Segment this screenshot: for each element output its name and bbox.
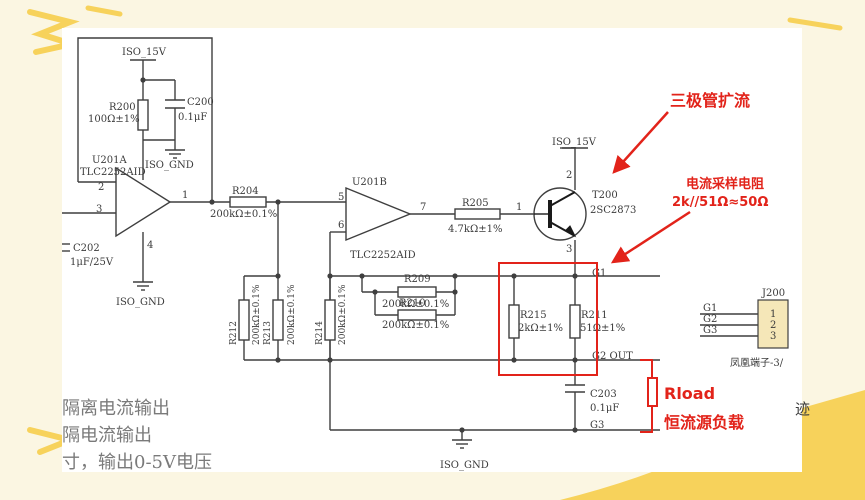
label-iso-gnd-top: ISO_GND [145, 160, 194, 171]
label-r214: R214 [315, 321, 325, 345]
label-u201b-part: TLC2252AID [350, 250, 416, 261]
label-r209-value: 200kΩ±0.1% [382, 299, 449, 310]
opamp-u201b [345, 186, 412, 242]
label-r214-value: 200kΩ±0.1% [338, 284, 348, 345]
label-t-pin3: 3 [566, 244, 572, 255]
annotation-sense-formula: 2k//51Ω≈50Ω [672, 195, 768, 210]
label-j-g2: G2 [703, 314, 717, 325]
label-u201a-part: TLC2252AID [80, 167, 146, 178]
resistor-r200 [137, 99, 149, 131]
label-r212-value: 200kΩ±0.1% [252, 284, 262, 345]
label-pin1: 1 [182, 190, 188, 201]
label-r215-value: 2kΩ±1% [518, 323, 563, 334]
resistor-r213 [272, 299, 284, 341]
label-r213: R213 [263, 321, 273, 345]
label-iso-gnd-bottom: ISO_GND [440, 460, 489, 471]
label-j-g1: G1 [703, 303, 717, 314]
sense-arrow [610, 210, 691, 264]
label-u201a: U201A [92, 155, 128, 166]
sense-resistor-highlight [498, 262, 598, 376]
label-c202: C202 [73, 243, 100, 254]
label-iso15v-left: ISO_15V [122, 47, 167, 58]
label-u201b: U201B [352, 177, 387, 188]
label-g2-out: G2 OUT [592, 351, 633, 362]
annotation-sense-title: 电流采样电阻 [686, 176, 764, 192]
label-r204-value: 200kΩ±0.1% [210, 209, 277, 220]
label-connector-name: 凤凰端子-3/ [730, 356, 784, 369]
schematic-panel [62, 28, 802, 472]
label-r212: R212 [229, 321, 239, 345]
label-pin4: 4 [147, 240, 153, 251]
label-j-pin2: 2 [770, 320, 776, 331]
label-j-g3: G3 [703, 325, 717, 336]
side-text-line2: 隔电流输出 [62, 425, 152, 446]
label-r210: R210 [399, 298, 426, 309]
label-r211-value: 51Ω±1% [580, 323, 625, 334]
rload-resistor [647, 377, 658, 407]
label-r215: R215 [520, 310, 547, 321]
ground-symbols [133, 147, 588, 449]
label-c200-value: 0.1μF [178, 112, 207, 123]
resistor-r209 [397, 286, 437, 298]
annotation-rload: Rload [664, 384, 715, 403]
annotation-triode: 三极管扩流 [670, 91, 750, 110]
label-r205-value: 4.7kΩ±1% [448, 224, 503, 235]
label-pin5: 5 [338, 192, 344, 203]
label-g1: G1 [592, 268, 606, 279]
opamp-u201a [115, 166, 172, 238]
resistor-r210 [397, 309, 437, 321]
label-c203-value: 0.1μF [590, 403, 619, 414]
resistor-r214 [324, 299, 336, 341]
label-r200-value: 100Ω±1% [88, 114, 140, 125]
label-pin3: 3 [96, 204, 102, 215]
annotations: 三极管扩流 电流采样电阻 2k//51Ω≈50Ω Rload 恒流源负载 [498, 91, 768, 433]
label-r200: R200 [109, 102, 136, 113]
label-side-char: 迹 [795, 400, 810, 418]
label-j200: J200 [761, 288, 785, 299]
label-c200: C200 [187, 97, 214, 108]
side-text-line1: 隔离电流输出 [62, 398, 170, 419]
label-c203: C203 [590, 389, 617, 400]
resistor-r211 [569, 304, 581, 339]
label-r211: R211 [581, 310, 608, 321]
label-t200: T200 [592, 190, 618, 201]
resistor-r205 [454, 208, 501, 220]
label-pin7: 7 [420, 202, 426, 213]
label-t200-part: 2SC2873 [590, 205, 636, 216]
label-r213-value: 200kΩ±0.1% [287, 284, 297, 345]
components [62, 99, 587, 393]
label-r205: R205 [462, 198, 489, 209]
resistor-r204 [229, 196, 267, 208]
side-text-line3: 寸，输出0-5V电压 [62, 452, 212, 473]
label-j-pin1: 1 [770, 309, 776, 320]
label-r209: R209 [404, 274, 431, 285]
wires [62, 37, 758, 440]
junction-dots [140, 77, 578, 433]
label-iso15v-right: ISO_15V [552, 137, 597, 148]
label-c202-value: 1μF/25V [70, 257, 114, 268]
label-r204: R204 [232, 186, 259, 197]
label-iso-gnd-left: ISO_GND [116, 297, 165, 308]
label-pin2: 2 [98, 182, 104, 193]
transistor-internals [534, 191, 577, 238]
triode-arrow [612, 111, 669, 174]
label-g3: G3 [590, 420, 604, 431]
resistor-r215 [508, 304, 520, 339]
label-j-pin3: 3 [770, 331, 776, 342]
label-pin6: 6 [338, 220, 344, 231]
label-r210-value: 200kΩ±0.1% [382, 320, 449, 331]
connector-j200 [757, 299, 789, 349]
label-t-pin1: 1 [516, 202, 522, 213]
annotation-load-desc: 恒流源负载 [664, 413, 744, 432]
label-t-pin2: 2 [566, 170, 572, 181]
resistor-r212 [238, 299, 250, 341]
